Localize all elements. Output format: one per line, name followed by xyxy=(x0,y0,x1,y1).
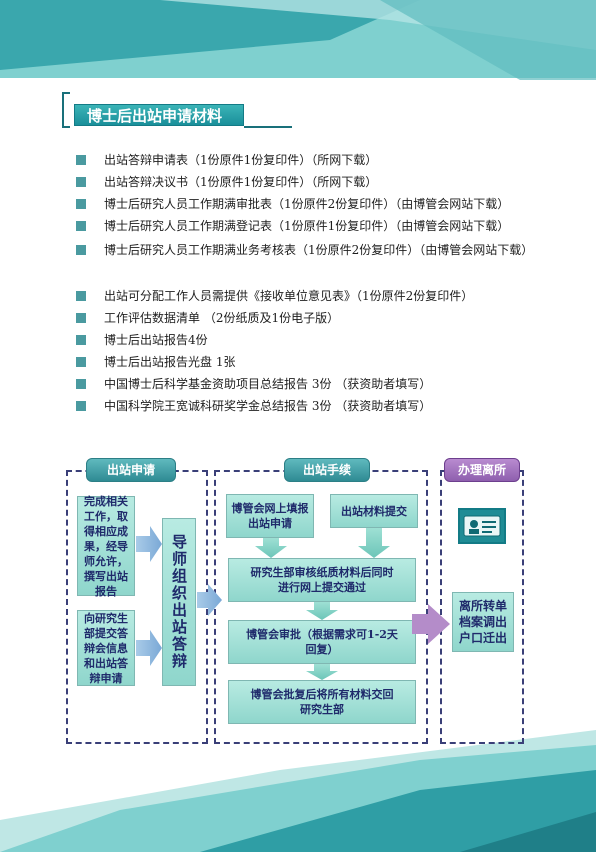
box-leave-procedures: 离所转单档案调出户口迁出 xyxy=(452,592,514,652)
title-bracket xyxy=(62,92,70,128)
arrow-right xyxy=(197,584,222,616)
arrow-down xyxy=(358,528,390,558)
box-submit-defense-application: 向研究生部提交答辩会信息和出站答辩申请 xyxy=(77,610,135,686)
arrow-right xyxy=(136,630,162,666)
box-review-materials: 研究生部审核纸质材料后同时进行网上提交通过 xyxy=(228,558,416,602)
page-title: 博士后出站申请材料 xyxy=(74,104,244,126)
arrow-down xyxy=(255,538,287,558)
bullet-icon xyxy=(76,401,86,411)
section-apply-tab: 出站申请 xyxy=(86,458,176,482)
arrow-right xyxy=(136,526,162,562)
bullet-icon xyxy=(76,313,86,323)
bullet-icon xyxy=(76,199,86,209)
box-approval: 博管会审批（根据需求可1-2天回复） xyxy=(228,620,416,664)
bullet-icon xyxy=(76,335,86,345)
arrow-right xyxy=(412,604,450,644)
box-online-application: 博管会网上填报出站申请 xyxy=(226,494,314,538)
box-return-materials: 博管会批复后将所有材料交回研究生部 xyxy=(228,680,416,724)
bullet-icon xyxy=(76,177,86,187)
section-leave-tab: 办理离所 xyxy=(444,458,520,482)
bullet-icon xyxy=(76,291,86,301)
bullet-icon xyxy=(76,379,86,389)
box-advisor-organizes-defense: 导师组织出站答辩 xyxy=(162,518,196,686)
id-card-icon xyxy=(458,508,506,544)
bullet-icon xyxy=(76,155,86,165)
arrow-down xyxy=(306,602,338,620)
box-submit-materials: 出站材料提交 xyxy=(330,494,418,528)
arrow-down xyxy=(306,664,338,680)
bullet-icon xyxy=(76,245,86,255)
title-underline xyxy=(244,126,292,128)
bullet-icon xyxy=(76,221,86,231)
bullet-icon xyxy=(76,357,86,367)
box-complete-work: 完成相关工作，取得相应成果，经导师允许，撰写出站报告 xyxy=(77,495,135,598)
section-procedures-tab: 出站手续 xyxy=(284,458,370,482)
